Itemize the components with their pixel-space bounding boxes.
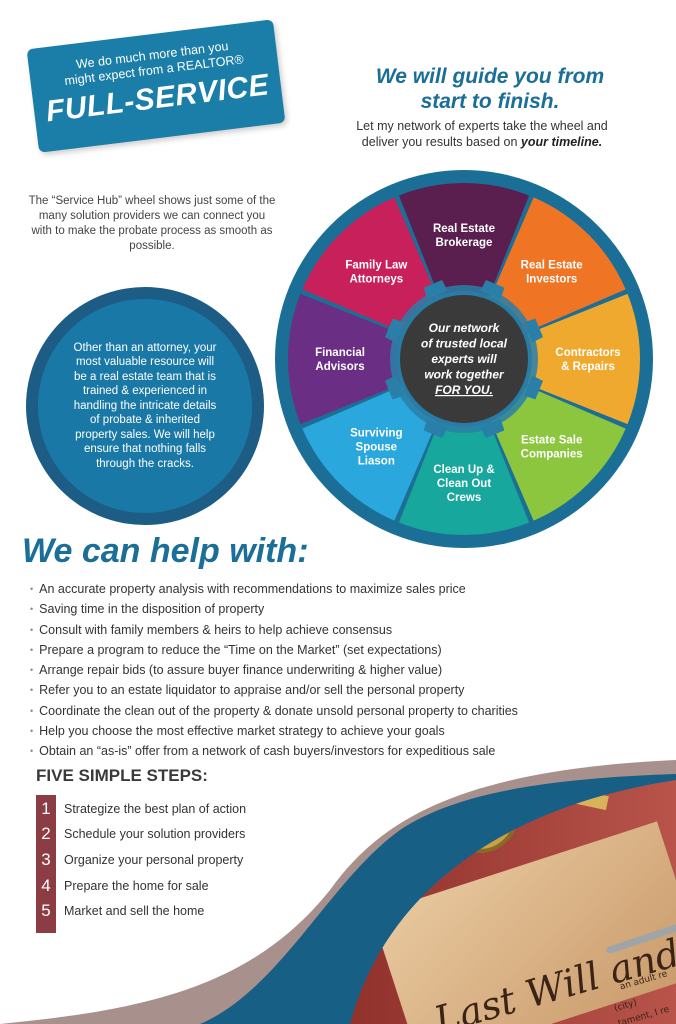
wheel-segment [527,293,640,425]
help-item: Arrange repair bids (to assure buyer fin… [30,661,518,681]
wheel-segment-label-line: & Repairs [561,361,615,373]
full-service-badge: We do much more than you might expect fr… [26,19,286,153]
step-text: Prepare the home for sale [64,878,209,893]
hub-message-line: of trusted local [421,337,508,351]
wheel-segment-label-line: Advisors [315,361,364,373]
step-item: 3 Organize your personal property [36,847,246,873]
pen-icon [606,924,676,954]
guide-sub-emphasis: your timeline. [520,135,603,149]
wheel-segment-label-line: Spouse [356,442,398,454]
help-list: An accurate property analysis with recom… [30,580,518,763]
help-item: Consult with family members & heirs to h… [30,621,518,641]
wheel-segment-label-line: Crews [447,492,482,504]
wheel-segment-label-line: Real Estate [433,223,495,235]
hub-message-line: experts will [431,352,497,366]
help-item: Saving time in the disposition of proper… [30,600,518,620]
step-number: 4 [41,875,51,895]
attorney-info-circle: Other than an attorney, your most valuab… [26,287,264,525]
wheel-hub [400,295,528,423]
attorney-info-text: Other than an attorney, your most valuab… [73,341,217,470]
step-text: Schedule your solution providers [64,827,246,842]
wheel-segment-label-line: Real Estate [521,259,583,271]
help-item: Refer you to an estate liquidator to app… [30,681,518,701]
step-text: Strategize the best plan of action [64,801,247,816]
wheel-segment-label-line: Clean Out [437,478,491,490]
step-item: 2 Schedule your solution providers [36,822,246,848]
steps-list: 1 Strategize the best plan of action 2 Sche… [36,796,246,924]
wheel-segment-label-line: Investors [526,273,577,285]
steps-number-bar [36,795,56,933]
wheel-segment [490,197,626,333]
step-text: Market and sell the home [64,904,205,919]
help-item: Coordinate the clean out of the property… [30,702,518,722]
guide-subheading: Let my network of experts take the wheel… [322,118,642,150]
wheel-segment-label-line: Liason [358,456,395,468]
guide-heading-line-2: start to finish. [420,90,560,113]
wheel-segment-label-line: Companies [521,449,583,461]
step-item: 1 Strategize the best plan of action [36,796,246,822]
hub-message-line: FOR YOU. [435,383,493,397]
wheel-segment-label-line: Contractors [555,347,620,359]
wheel-segment [490,385,626,521]
guide-sub-line-2: deliver you results based on your timeli… [322,134,642,150]
last-will-photo: Last Will and an adult re (city) tament,… [0,760,676,1024]
wheel-segment [398,183,530,296]
wheel-segment [398,422,530,535]
wheel-segment-label-line: Attorneys [349,273,403,285]
step-number: 3 [41,849,51,869]
wheel-segment-label-line: Clean Up & [433,464,494,476]
help-heading: We can help with: [22,532,309,570]
service-hub-description: The “Service Hub” wheel shows just some … [28,195,276,252]
guide-sub-line-1: Let my network of experts take the wheel… [356,119,608,133]
guide-sub-line-2-text: deliver you results based on [361,135,521,149]
wheel-segment [288,293,401,425]
attorney-info-circle-inner: Other than an attorney, your most valuab… [38,299,252,513]
steps-heading: FIVE SIMPLE STEPS: [36,766,208,785]
help-item: Prepare a program to reduce the “Time on… [30,641,518,661]
wheel-segment-label-line: Estate Sale [521,435,582,447]
help-item: An accurate property analysis with recom… [30,580,518,600]
guide-heading-line-1: We will guide you from [375,65,605,88]
step-item: 5 Market and sell the home [36,898,246,924]
help-item: Obtain an “as-is” offer from a network o… [30,742,518,762]
wheel-segment-label-line: Surviving [350,428,402,440]
help-item: Help you choose the most effective marke… [30,722,518,742]
wheel-segment-label-line: Family Law [345,259,407,271]
guide-heading: We will guide you from start to finish. [340,64,640,114]
step-item: 4 Prepare the home for sale [36,873,246,899]
step-number: 5 [41,901,51,921]
step-number: 1 [41,798,51,818]
wheel-segment-label-line: Financial [315,347,365,359]
hub-message-line: work together [424,368,505,382]
wheel-segment-label-line: Brokerage [436,237,493,249]
wheel-segment-label: Contractors & Repairs [555,347,620,373]
step-text: Organize your personal property [64,852,244,867]
step-number: 2 [41,824,51,844]
hub-message-line: Our network [429,321,501,335]
wheel-segment [302,197,438,333]
wheel-segment [302,385,438,521]
